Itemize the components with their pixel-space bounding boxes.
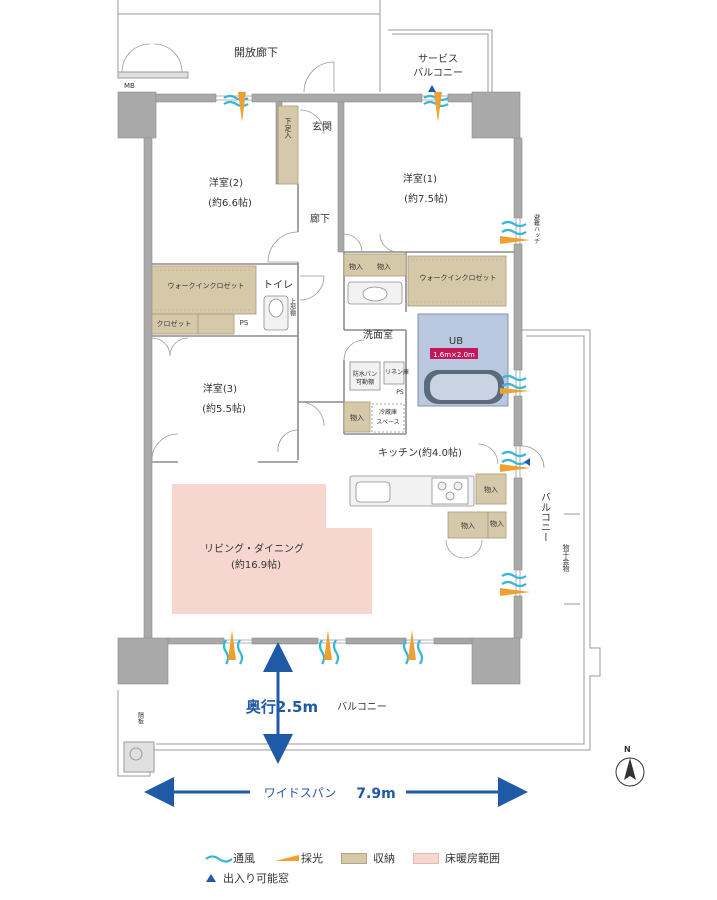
label-waterproof-pan-2: 可動棚 [356, 378, 374, 386]
label-linen-1: リネン [385, 369, 403, 376]
label-mb: MB [124, 82, 135, 90]
label-living: リビング・ダイニング [204, 542, 304, 555]
floor-heating-area [172, 484, 372, 614]
walk-in-closet-1 [407, 255, 507, 307]
corridor-doors [121, 43, 335, 93]
label-wide-span: ワイドスパン [264, 786, 337, 800]
outer-walls [117, 91, 523, 685]
closet-hanging-rails [156, 259, 502, 311]
openable-window-icon [206, 874, 216, 882]
daylight-icon [275, 855, 299, 861]
label-western-1-size: (約7.5帖) [404, 192, 448, 205]
storage-western-1 [343, 253, 407, 277]
label-western-2-size: (約6.6帖) [208, 196, 252, 209]
label-storage-1: 物入 [349, 262, 363, 271]
label-depth: 奥行2.5m [246, 698, 318, 716]
legend-row-2: 出入り可能窓 [205, 868, 565, 888]
storage-areas [151, 105, 507, 539]
storage-kitchen-2 [447, 511, 489, 539]
label-ps-1: PS [240, 319, 249, 327]
label-storage-5: 物入 [461, 521, 475, 530]
label-hallway: 廊下 [310, 212, 330, 225]
label-western-1: 洋室(1) [403, 172, 437, 185]
label-western-3-size: (約5.5帖) [202, 402, 246, 415]
walk-in-closet-2 [151, 265, 257, 315]
label-washroom: 洗面室 [363, 328, 393, 341]
linen-storage [383, 361, 405, 385]
waterproof-pan [349, 361, 381, 391]
ub-size-badge [430, 348, 478, 359]
open-corridor-area [117, 0, 493, 92]
fixtures [263, 281, 475, 507]
storage-washroom [343, 401, 371, 433]
legend-item-floor-heating: 床暖房範囲 [413, 850, 500, 866]
legend-daylight-label: 採光 [301, 852, 323, 865]
openable-window-markers [428, 85, 530, 466]
label-partition: 隔板 [137, 711, 144, 725]
legend-floor-heating-label: 床暖房範囲 [445, 852, 500, 865]
label-balcony-bottom: バルコニー [337, 701, 387, 713]
north-compass-icon [615, 757, 645, 787]
label-open-corridor: 開放廊下 [234, 45, 278, 59]
ventilation-icon [205, 855, 233, 863]
label-ub-size: 1.6m×2.0m [433, 351, 475, 359]
storage-kitchen-1 [475, 473, 507, 505]
legend-storage-label: 収納 [373, 852, 395, 865]
label-north: N [624, 745, 631, 754]
label-storage-2: 物入 [377, 262, 391, 271]
bathtub [424, 370, 504, 404]
legend-row-1: 通風 採光 収納 床暖房範囲 [205, 848, 565, 868]
label-toilet: トイレ [263, 280, 293, 291]
label-western-3: 洋室(3) [203, 382, 237, 395]
fridge-space [371, 403, 405, 433]
legend-ventilation-label: 通風 [233, 852, 255, 865]
storage-kitchen-3 [487, 511, 507, 539]
legend: 通風 採光 収納 床暖房範囲 出入り可能窓 [205, 848, 565, 888]
label-western-2: 洋室(2) [209, 176, 243, 189]
legend-item-ventilation: 通風 [205, 850, 255, 866]
ventilation-daylight-indicators [222, 92, 530, 665]
label-walk-in-closet-2: ウォークインクロゼット [168, 281, 245, 290]
label-kitchen: キッチン(約4.0帖) [378, 446, 462, 459]
label-service-balcony-1: サービス [418, 53, 458, 65]
label-storage-3: 物入 [350, 413, 364, 422]
balcony-outline [117, 329, 601, 777]
label-living-size: (約16.9帖) [231, 558, 281, 571]
storage-swatch [341, 852, 367, 864]
label-upper-shelf: 上部棚 [289, 297, 296, 317]
label-storage-6: 物入 [490, 519, 504, 528]
legend-openable-window-label: 出入り可能窓 [223, 872, 289, 885]
label-walk-in-closet-1: ウォークインクロゼット [420, 273, 497, 282]
label-linen-2: 庫 [403, 368, 409, 376]
label-service-balcony-2: バルコニー [413, 67, 463, 79]
label-entrance: 玄関 [312, 120, 332, 133]
shoe-box-storage [277, 105, 299, 185]
legend-item-openable-window: 出入り可能窓 [205, 870, 289, 886]
label-emergency-partition: 避難ハッチ [533, 213, 540, 244]
legend-item-daylight: 採光 [273, 850, 323, 866]
label-closet: クロゼット [157, 319, 192, 328]
label-storage-4: 物入 [484, 485, 498, 494]
door-swings [151, 109, 545, 559]
label-wide-span-value: 7.9m [356, 786, 395, 802]
label-balcony-side: バルコニー [539, 492, 551, 542]
label-waterproof-pan-1: 防水パン [353, 370, 377, 378]
label-fridge-2: スペース [376, 419, 399, 426]
label-drying-hardware: 物干金物 [562, 543, 570, 573]
label-ps-2: PS [396, 389, 404, 396]
floor-heating-swatch [413, 852, 439, 864]
label-shoe-box: 下足入 [284, 118, 292, 139]
label-ub: UB [449, 336, 463, 347]
legend-item-storage: 収納 [341, 850, 395, 866]
label-fridge-1: 冷蔵庫 [379, 408, 397, 416]
